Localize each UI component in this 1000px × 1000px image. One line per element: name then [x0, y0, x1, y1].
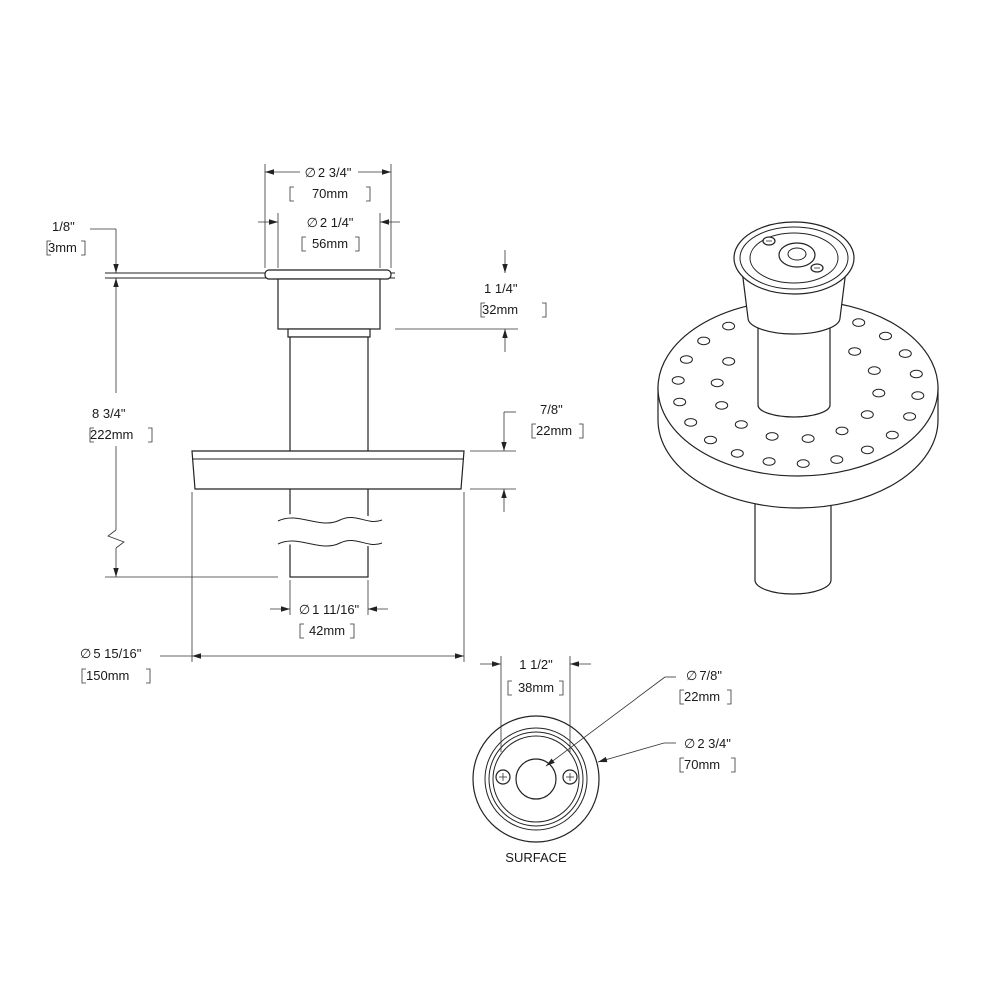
- iso-disc-hole: [867, 366, 881, 375]
- dim-flange-diameter: ∅2 3/4" 70mm: [264, 164, 392, 268]
- iso-nozzle: [778, 242, 816, 268]
- iso-disc-hole: [671, 376, 685, 385]
- break-line-top: [277, 516, 383, 524]
- svg-text:222mm: 222mm: [90, 427, 133, 442]
- svg-text:∅5 15/16": ∅5 15/16": [80, 646, 142, 661]
- iso-disc-hole: [715, 401, 729, 410]
- surface-nozzle: [515, 758, 557, 800]
- iso-disc-holes: [671, 318, 925, 468]
- svg-text:150mm: 150mm: [86, 668, 129, 683]
- svg-text:32mm: 32mm: [482, 302, 518, 317]
- svg-text:22mm: 22mm: [684, 689, 720, 704]
- dim-screw-spacing: 1 1/2" 38mm: [480, 656, 591, 752]
- leader-surface-diameter: ∅2 3/4" 70mm: [597, 736, 736, 773]
- iso-disc-hole: [673, 397, 687, 407]
- svg-text:70mm: 70mm: [684, 757, 720, 772]
- svg-text:∅2 3/4": ∅2 3/4": [305, 165, 352, 180]
- iso-disc-hole: [697, 336, 711, 346]
- iso-disc-hole: [835, 426, 849, 436]
- iso-disc-hole: [911, 391, 925, 400]
- iso-disc-hole: [852, 318, 866, 327]
- iso-disc-hole: [830, 455, 844, 464]
- leader-nozzle-diameter: ∅7/8" 22mm: [545, 668, 732, 767]
- dim-tube-diameter: ∅1 11/16" 42mm: [270, 580, 388, 639]
- svg-text:1 1/4": 1 1/4": [484, 281, 518, 296]
- svg-text:56mm: 56mm: [312, 236, 348, 251]
- flange-rim: [264, 269, 392, 280]
- iso-disc-hole: [909, 369, 923, 379]
- dim-flange-thickness: 1/8" 3mm: [46, 219, 119, 273]
- svg-text:3mm: 3mm: [48, 240, 77, 255]
- svg-text:70mm: 70mm: [312, 186, 348, 201]
- iso-disc-hole: [722, 357, 736, 366]
- iso-disc-hole: [704, 435, 717, 445]
- iso-disc-hole: [730, 449, 744, 458]
- iso-disc-hole: [872, 388, 886, 398]
- dim-disc-diameter: ∅5 15/16" 150mm: [80, 492, 465, 684]
- surface-screw-left: [495, 769, 511, 785]
- iso-disc-hole: [734, 420, 748, 429]
- svg-text:7/8": 7/8": [540, 402, 563, 417]
- dim-disc-thickness: 7/8" 22mm: [470, 402, 584, 512]
- surface-view: SURFACE: [472, 715, 600, 865]
- iso-disc-hole: [762, 457, 776, 466]
- svg-text:22mm: 22mm: [536, 423, 572, 438]
- iso-lower-tube: [754, 479, 832, 595]
- dim-head-height: 1 1/4" 32mm: [395, 250, 547, 352]
- mounting-disc: [191, 450, 465, 490]
- iso-disc-hole: [765, 432, 779, 441]
- svg-text:42mm: 42mm: [309, 623, 345, 638]
- side-elevation-view: [105, 269, 465, 578]
- break-line-bottom: [277, 539, 383, 547]
- svg-text:1 1/2": 1 1/2": [519, 657, 553, 672]
- iso-disc-hole: [679, 355, 693, 364]
- isometric-view: [657, 221, 939, 595]
- surface-screw-right: [562, 769, 578, 785]
- svg-text:∅7/8": ∅7/8": [686, 668, 722, 683]
- svg-text:38mm: 38mm: [518, 680, 554, 695]
- iso-disc-hole: [898, 349, 912, 358]
- iso-disc-hole: [722, 321, 736, 331]
- svg-text:∅2 1/4": ∅2 1/4": [307, 215, 354, 230]
- dim-body-diameter: ∅2 1/4" 56mm: [258, 213, 400, 268]
- svg-text:∅2 3/4": ∅2 3/4": [684, 736, 731, 751]
- dim-overall-length: 8 3/4" 222mm: [89, 278, 278, 578]
- iso-disc-hole: [885, 430, 899, 440]
- svg-text:1/8": 1/8": [52, 219, 75, 234]
- iso-disc-hole: [903, 412, 917, 421]
- iso-disc-hole: [710, 378, 724, 388]
- iso-disc-hole: [684, 418, 698, 427]
- iso-screw-left: [762, 236, 776, 246]
- svg-text:8 3/4": 8 3/4": [92, 406, 126, 421]
- iso-screw-right: [810, 263, 824, 273]
- svg-text:∅1 11/16": ∅1 11/16": [299, 602, 360, 617]
- iso-disc-hole: [801, 434, 815, 443]
- thread-band: [287, 328, 371, 338]
- surface-label: SURFACE: [505, 850, 567, 865]
- iso-disc-hole: [860, 410, 874, 419]
- iso-disc-hole: [796, 459, 810, 468]
- iso-disc-hole: [848, 347, 862, 356]
- head-body: [277, 278, 381, 330]
- iso-disc-hole: [860, 445, 874, 455]
- iso-disc-hole: [879, 331, 892, 341]
